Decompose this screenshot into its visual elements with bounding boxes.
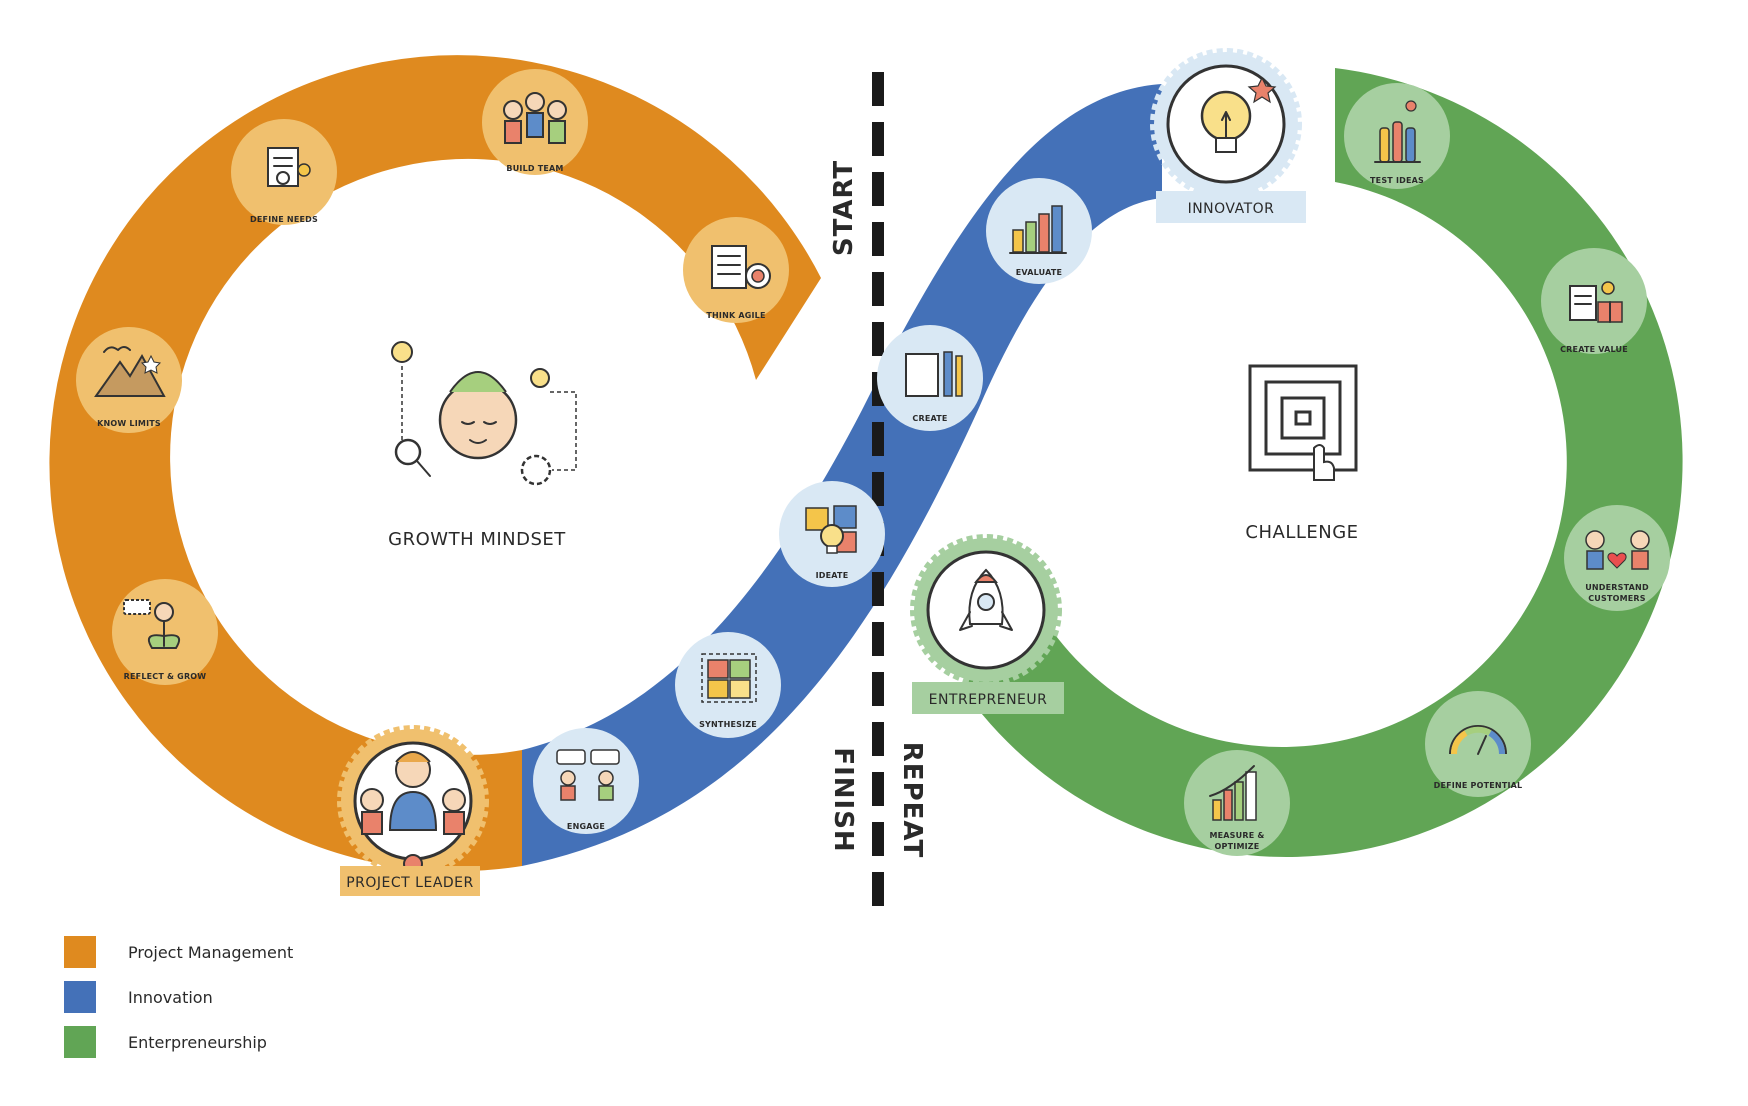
badge-entrepreneur: ENTREPRENEUR (910, 534, 1064, 714)
step-engage-label: ENGAGE (567, 822, 605, 831)
step-evaluate: EVALUATE (986, 178, 1092, 284)
bar-chart-icon (1009, 205, 1067, 254)
badge-innovator: INNOVATOR (1150, 48, 1306, 223)
step-measure-optimize-label-2: OPTIMIZE (1215, 842, 1260, 851)
step-define-potential: DEFINE POTENTIAL (1425, 691, 1531, 797)
puzzle-icon (701, 653, 757, 703)
step-engage: ENGAGE (533, 728, 639, 834)
gauge-icon (1449, 725, 1507, 755)
test-tubes-icon (1374, 100, 1421, 163)
legend-item-enterpreneurship: Enterpreneurship (64, 1026, 267, 1058)
badge-entrepreneur-label: ENTREPRENEUR (929, 692, 1048, 708)
legend-label-innovation: Innovation (128, 988, 213, 1007)
growth-mindset-label: GROWTH MINDSET (388, 529, 566, 550)
challenge-maze-icon (1248, 364, 1358, 481)
lightbulb-icon (1200, 76, 1277, 153)
challenge-label: CHALLENGE (1245, 522, 1358, 543)
repeat-label: REPEAT (897, 742, 927, 858)
step-synthesize: SYNTHESIZE (675, 632, 781, 738)
step-define-potential-label: DEFINE POTENTIAL (1434, 781, 1523, 790)
step-ideate-label: IDEATE (816, 571, 849, 580)
step-understand-customers-label-2: CUSTOMERS (1588, 594, 1646, 603)
finish-label: FINISH (828, 747, 858, 852)
legend-item-innovation: Innovation (64, 981, 213, 1013)
paper-pencil-icon (905, 351, 963, 397)
step-evaluate-label: EVALUATE (1016, 268, 1062, 277)
step-know-limits: KNOW LIMITS (76, 327, 182, 433)
badge-project-leader-label: PROJECT LEADER (346, 875, 474, 891)
badge-project-leader: PROJECT LEADER (337, 725, 489, 896)
badge-innovator-label: INNOVATOR (1188, 201, 1275, 217)
step-measure-optimize-label-1: MEASURE & (1209, 831, 1264, 840)
sticky-notes-bulb-icon (805, 505, 857, 554)
step-create-label: CREATE (912, 414, 947, 423)
legend-label-project-management: Project Management (128, 943, 293, 962)
project-management-band (49, 55, 821, 872)
rocket-icon (959, 568, 1013, 631)
step-understand-customers: UNDERSTAND CUSTOMERS (1564, 505, 1670, 611)
growth-chart-icon (1209, 765, 1257, 821)
step-ideate: IDEATE (779, 481, 885, 587)
conversation-icon (556, 749, 620, 801)
step-build-team-label: BUILD TEAM (506, 164, 563, 173)
mountain-icon (94, 346, 166, 397)
step-measure-optimize: MEASURE & OPTIMIZE (1184, 750, 1290, 856)
team-icon (503, 92, 567, 144)
step-define-needs-label: DEFINE NEEDS (250, 215, 318, 224)
clipboard-icon (267, 147, 311, 187)
step-create-value: CREATE VALUE (1541, 248, 1647, 354)
step-know-limits-label: KNOW LIMITS (97, 419, 161, 428)
step-understand-customers-label-1: UNDERSTAND (1585, 583, 1649, 592)
step-test-ideas-label: TEST IDEAS (1370, 176, 1424, 185)
entrepreneurship-band (960, 68, 1683, 858)
step-think-agile-label: THINK AGILE (706, 311, 765, 320)
checklist-target-icon (711, 245, 771, 289)
person-plant-icon (123, 599, 180, 649)
legend-swatch-innovation (64, 981, 96, 1013)
legend-swatch-project-management (64, 936, 96, 968)
step-create-value-label: CREATE VALUE (1560, 345, 1628, 354)
step-synthesize-label: SYNTHESIZE (699, 720, 757, 729)
customers-heart-icon (1585, 530, 1650, 570)
step-test-ideas: TEST IDEAS (1344, 83, 1450, 189)
step-think-agile: THINK AGILE (683, 217, 789, 323)
legend-swatch-enterpreneurship (64, 1026, 96, 1058)
step-reflect-grow-label: REFLECT & GROW (124, 672, 207, 681)
start-label: START (829, 160, 859, 256)
growth-mindset-illustration (391, 341, 577, 486)
step-create: CREATE (877, 325, 983, 431)
step-reflect-grow: REFLECT & GROW (112, 579, 218, 685)
legend-label-enterpreneurship: Enterpreneurship (128, 1033, 267, 1052)
clipboard-gift-icon (1569, 281, 1623, 323)
step-build-team: BUILD TEAM (482, 69, 588, 175)
step-define-needs: DEFINE NEEDS (231, 119, 337, 225)
legend-item-project-management: Project Management (64, 936, 293, 968)
legend: Project Management Innovation Enterprene… (64, 936, 293, 1058)
